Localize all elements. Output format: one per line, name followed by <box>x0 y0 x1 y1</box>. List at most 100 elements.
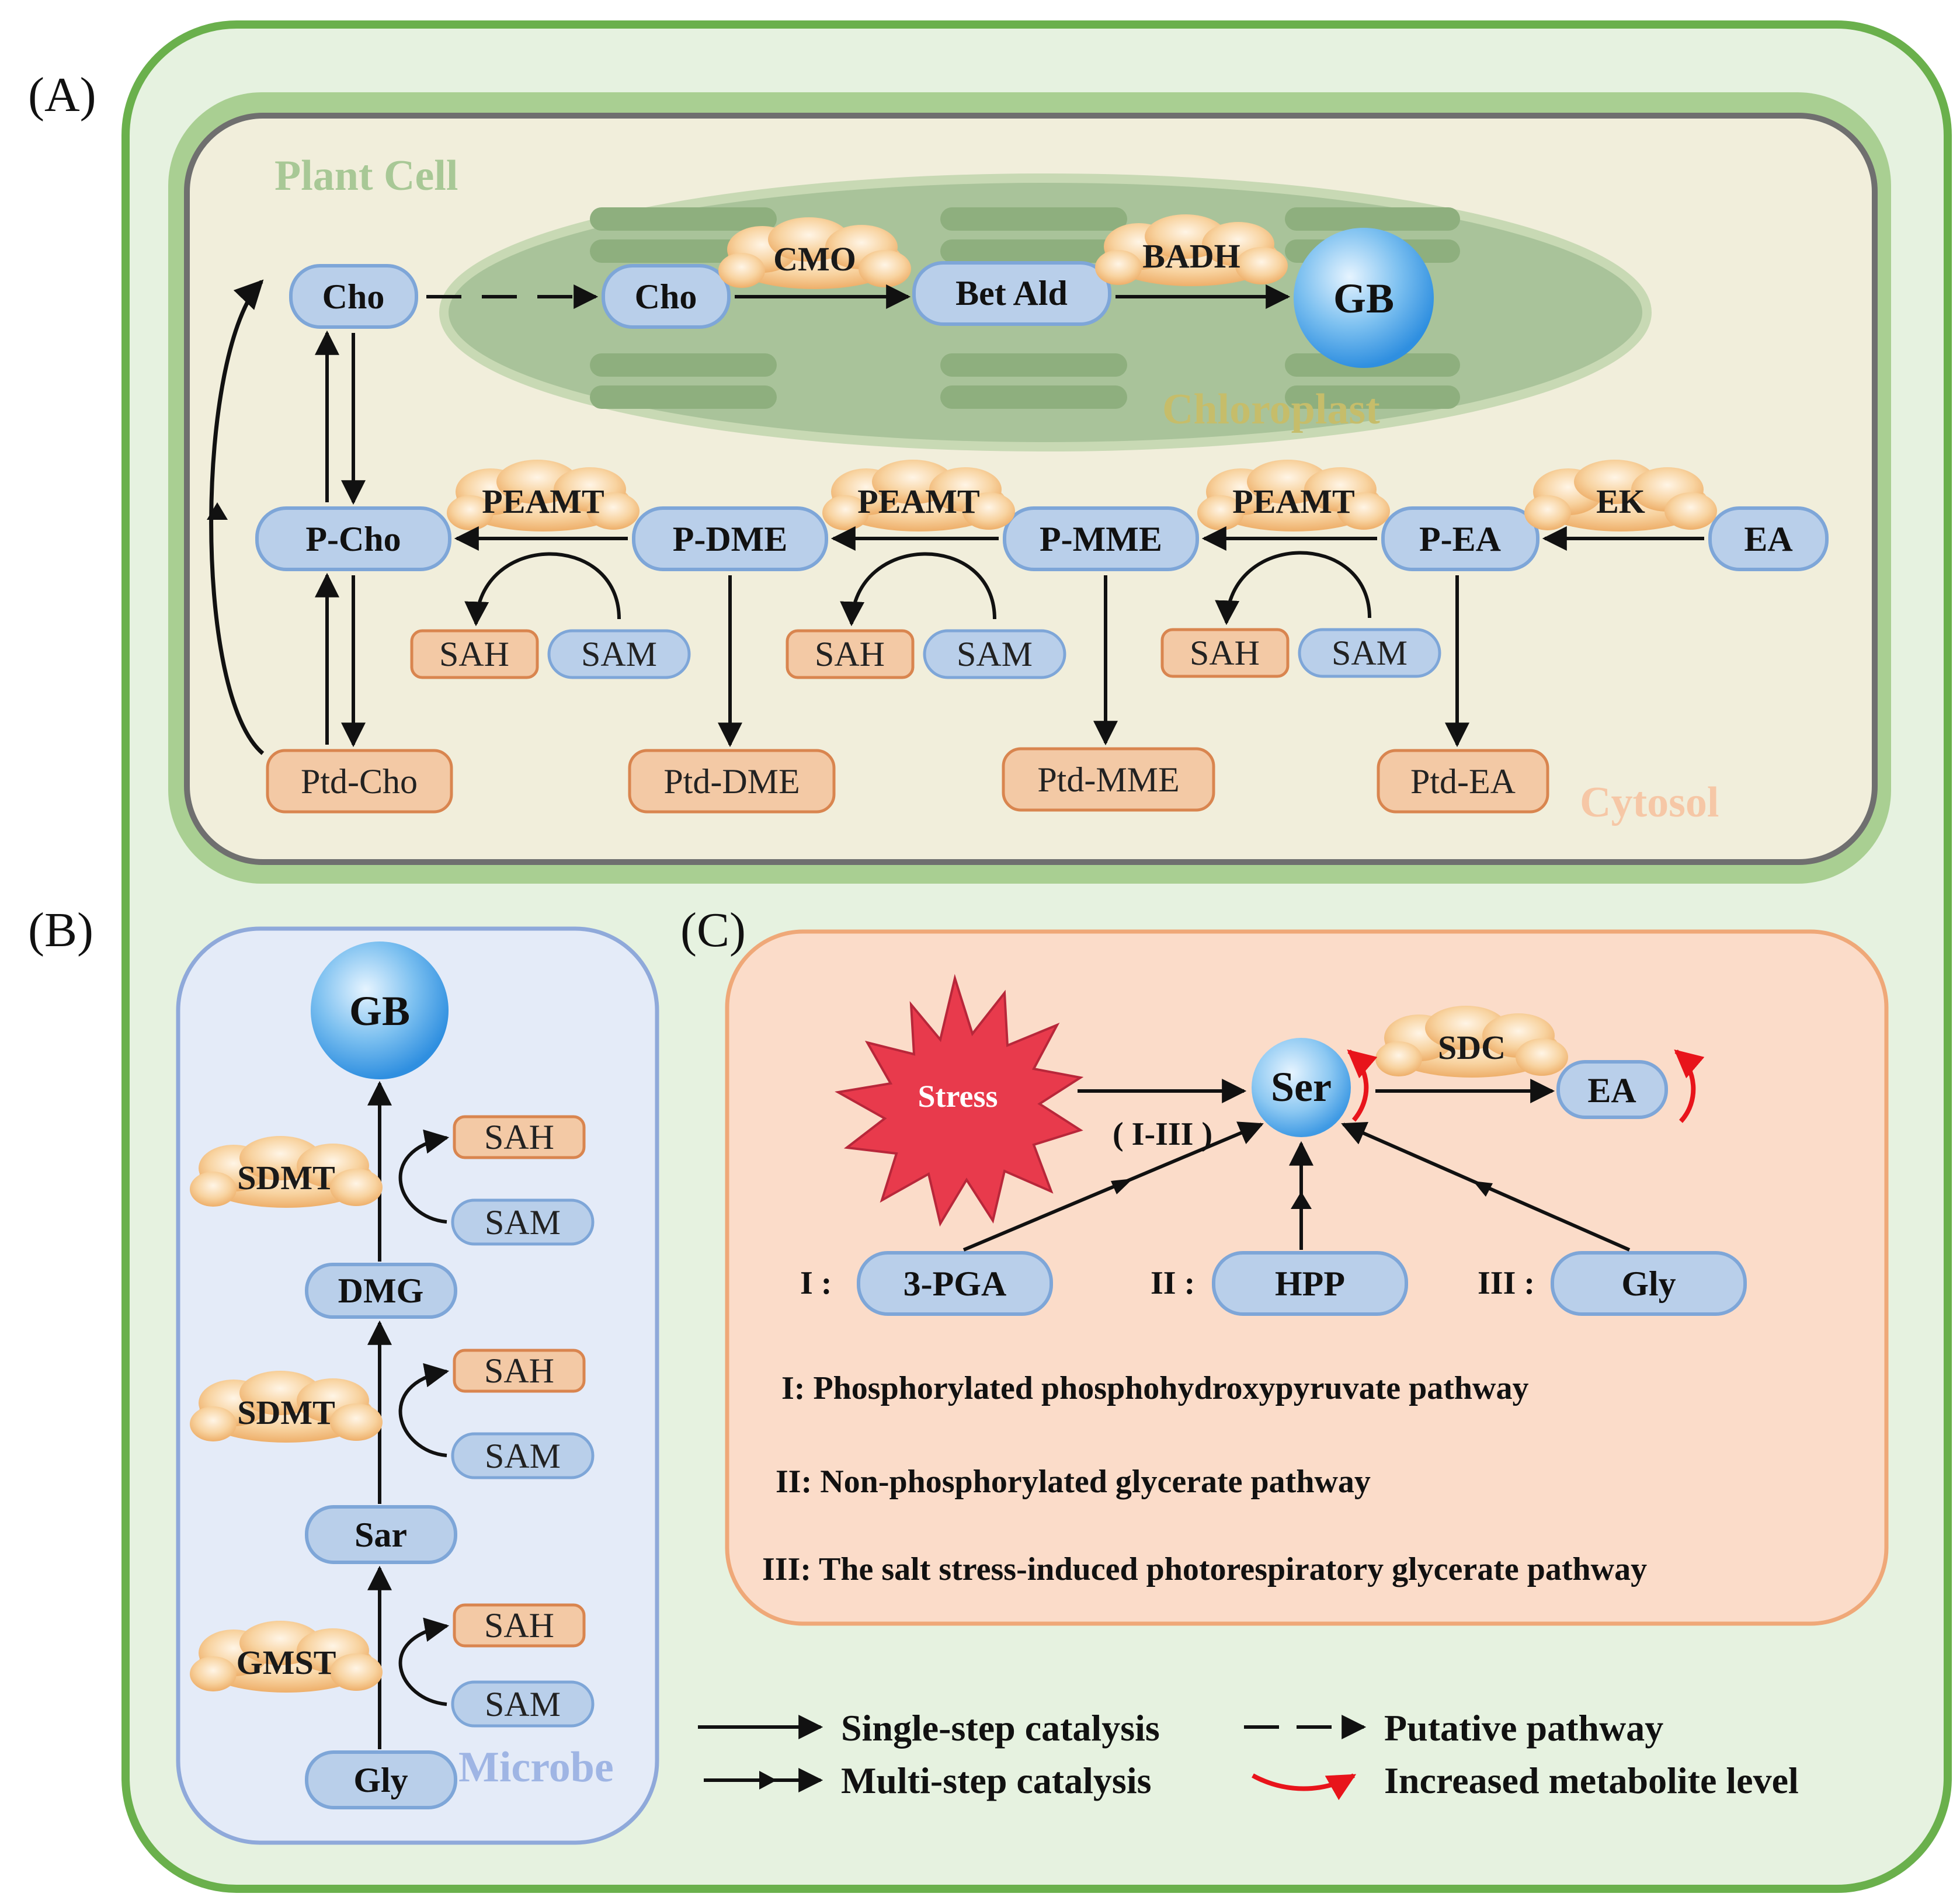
svg-text:Bet Ald: Bet Ald <box>955 274 1068 312</box>
enzyme-peamt-3: PEAMT <box>1197 460 1390 531</box>
node-ptd-mme: Ptd-MME <box>1002 747 1215 812</box>
svg-text:SAM: SAM <box>485 1685 561 1724</box>
node-dmg: DMG <box>305 1263 457 1319</box>
node-gly-serine: Gly <box>1551 1251 1747 1316</box>
svg-text:BADH: BADH <box>1142 237 1240 275</box>
node-ptd-ea: Ptd-EA <box>1377 749 1549 814</box>
pathway-2-text: II: Non-phosphorylated glycerate pathway <box>776 1464 1371 1500</box>
node-p-mme: P-MME <box>1003 506 1199 571</box>
pathway-1-text: I: Phosphorylated phosphohydroxypyruvate… <box>781 1370 1528 1406</box>
svg-text:Cho: Cho <box>322 277 385 316</box>
panel-label-a: (A) <box>28 68 96 122</box>
svg-text:Gly: Gly <box>1621 1264 1676 1303</box>
svg-text:GB: GB <box>1333 275 1394 322</box>
sah-sam-pair-1: SAH SAM <box>410 552 691 679</box>
hpp-prefix: II : <box>1151 1265 1195 1301</box>
multi-step-marker-hpp <box>1291 1191 1312 1209</box>
svg-text:Ptd-MME: Ptd-MME <box>1037 760 1179 799</box>
increase-arrow-ea <box>1674 1049 1705 1123</box>
svg-text:Ser: Ser <box>1271 1064 1332 1110</box>
svg-text:Gly: Gly <box>353 1761 408 1799</box>
legend-single-step: Single-step catalysis <box>841 1707 1160 1749</box>
stress-burst: Stress <box>835 974 1084 1227</box>
enzyme-peamt-2: PEAMT <box>822 460 1015 531</box>
svg-text:SAM: SAM <box>1332 634 1408 672</box>
enzyme-peamt-1: PEAMT <box>447 460 640 531</box>
svg-text:SDC: SDC <box>1438 1029 1506 1066</box>
svg-text:GB: GB <box>349 988 410 1034</box>
svg-text:P-EA: P-EA <box>1419 520 1501 558</box>
svg-text:SAH: SAH <box>484 1606 554 1645</box>
multi-step-marker-gly <box>1473 1181 1493 1197</box>
plant-cell-label: Plant Cell <box>274 152 458 200</box>
svg-text:P-Cho: P-Cho <box>305 520 401 558</box>
svg-text:Ptd-DME: Ptd-DME <box>663 762 800 801</box>
svg-text:SAH: SAH <box>1190 634 1260 672</box>
increase-arrow-ser <box>1347 1049 1378 1122</box>
arrow-ptdcho-to-cho <box>209 279 265 755</box>
svg-text:SDMT: SDMT <box>237 1394 335 1432</box>
multi-step-marker-left <box>207 502 228 520</box>
svg-text:DMG: DMG <box>338 1271 424 1310</box>
node-ea-plant: EA <box>1708 506 1829 571</box>
panel-label-b: (B) <box>28 903 93 957</box>
legend-increase-arrow <box>1252 1773 1357 1801</box>
node-ptd-dme: Ptd-DME <box>628 749 836 814</box>
enzyme-ek: EK <box>1524 460 1717 531</box>
sah-sam-microbe-1: SAH SAM <box>398 1115 595 1246</box>
node-cho-chloroplast: Cho <box>602 264 731 329</box>
svg-text:SAH: SAH <box>484 1118 554 1156</box>
svg-text:SAM: SAM <box>485 1203 561 1242</box>
node-sar: Sar <box>305 1505 457 1564</box>
arrow-3pga-to-ser <box>962 1121 1264 1252</box>
svg-text:SAM: SAM <box>957 635 1033 673</box>
sah-sam-microbe-3: SAH SAM <box>398 1603 595 1728</box>
svg-text:EA: EA <box>1587 1071 1636 1110</box>
svg-text:GMST: GMST <box>237 1644 336 1681</box>
svg-text:SAH: SAH <box>815 635 885 673</box>
svg-text:SAH: SAH <box>484 1351 554 1390</box>
svg-text:PEAMT: PEAMT <box>1232 482 1354 520</box>
svg-text:Ptd-EA: Ptd-EA <box>1410 762 1516 801</box>
svg-text:3-PGA: 3-PGA <box>903 1264 1007 1303</box>
svg-text:SAM: SAM <box>581 635 657 673</box>
enzyme-sdc: SDC <box>1375 1006 1568 1078</box>
svg-text:SAM: SAM <box>485 1437 561 1475</box>
legend-increased: Increased metabolite level <box>1384 1760 1799 1801</box>
legend-multi-step-marker <box>759 1771 777 1790</box>
enzyme-sdmt-2: SDMT <box>190 1371 383 1443</box>
panel-label-c: (C) <box>680 903 746 957</box>
svg-text:Ptd-Cho: Ptd-Cho <box>301 762 418 801</box>
node-ptd-cho: Ptd-Cho <box>266 749 453 814</box>
svg-text:CMO: CMO <box>773 240 856 278</box>
svg-text:P-MME: P-MME <box>1040 520 1162 558</box>
svg-text:SAH: SAH <box>439 635 509 673</box>
microbe-label: Microbe <box>458 1743 614 1791</box>
gly-prefix: III : <box>1478 1265 1535 1301</box>
sah-sam-pair-2: SAH SAM <box>786 552 1066 679</box>
chloroplast-label: Chloroplast <box>1162 385 1380 433</box>
svg-text:EA: EA <box>1744 520 1792 558</box>
range-label: ( I-III ) <box>1113 1116 1212 1152</box>
node-p-ea: P-EA <box>1381 506 1539 571</box>
svg-text:HPP: HPP <box>1275 1264 1345 1303</box>
multi-step-marker-pga <box>1111 1179 1133 1194</box>
svg-text:Sar: Sar <box>355 1516 407 1554</box>
enzyme-badh: BADH <box>1095 214 1288 286</box>
pga-prefix: I : <box>800 1265 832 1301</box>
node-gb-microbe: GB <box>311 941 449 1079</box>
sah-sam-pair-3: SAH SAM <box>1160 551 1441 678</box>
svg-text:PEAMT: PEAMT <box>482 482 604 520</box>
svg-text:SDMT: SDMT <box>237 1159 335 1197</box>
pathway-3-text: III: The salt stress-induced photorespir… <box>762 1551 1647 1587</box>
enzyme-cmo: CMO <box>718 217 911 289</box>
enzyme-sdmt-1: SDMT <box>190 1136 383 1208</box>
sah-sam-microbe-2: SAH SAM <box>398 1349 595 1479</box>
node-cho-cytosol: Cho <box>289 264 418 329</box>
legend-multi-step: Multi-step catalysis <box>841 1760 1152 1801</box>
legend-putative: Putative pathway <box>1384 1707 1663 1749</box>
node-bet-ald: Bet Ald <box>912 261 1111 326</box>
node-gly-microbe: Gly <box>305 1750 457 1809</box>
node-p-dme: P-DME <box>632 506 828 571</box>
